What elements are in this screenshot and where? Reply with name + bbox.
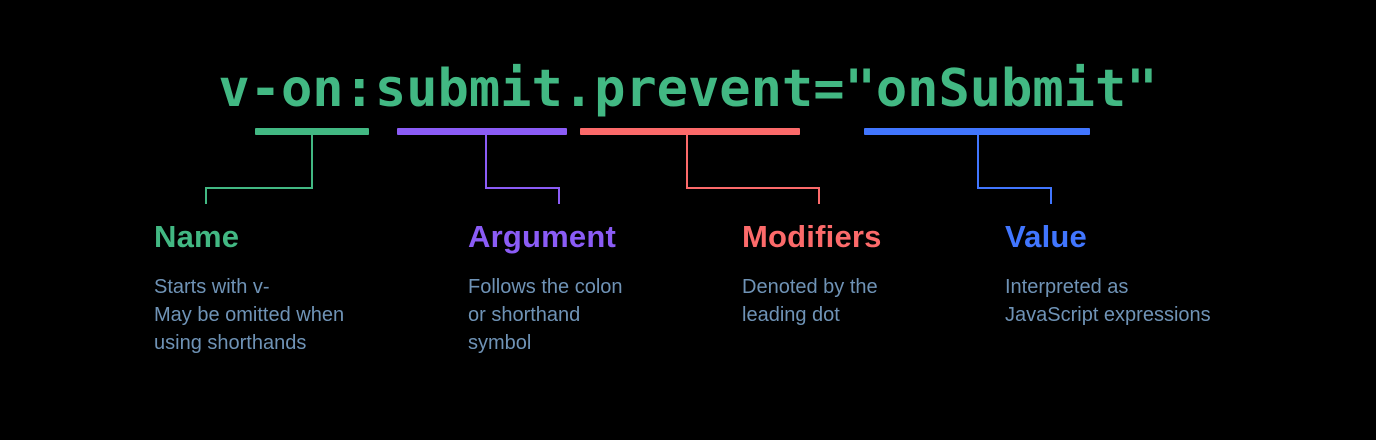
column-modifiers: Modifiers Denoted by the leading dot — [742, 218, 992, 329]
column-name-title: Name — [154, 219, 240, 254]
column-name: Name Starts with v- May be omitted when … — [154, 218, 454, 357]
column-argument-description: Follows the colon or shorthand symbol — [468, 276, 623, 354]
connector-modifiers-vertical — [686, 133, 688, 189]
connector-argument-horizontal — [485, 187, 560, 189]
connector-argument-vertical — [485, 133, 487, 189]
connector-modifiers-horizontal — [686, 187, 820, 189]
column-modifiers-title: Modifiers — [742, 219, 882, 254]
connector-value-vertical — [977, 133, 979, 189]
connector-name-vertical — [311, 133, 313, 189]
column-name-description: Starts with v- May be omitted when using… — [154, 276, 345, 354]
underline-bar-argument — [397, 128, 567, 135]
connector-modifiers-stub — [818, 187, 820, 204]
connector-value-horizontal — [977, 187, 1052, 189]
column-argument-title: Argument — [468, 219, 616, 254]
column-value-description: Interpreted as JavaScript expressions — [1005, 276, 1211, 326]
column-value-title: Value — [1005, 219, 1087, 254]
connector-argument-stub — [558, 187, 560, 204]
connector-value-stub — [1050, 187, 1052, 204]
underline-bar-name — [255, 128, 369, 135]
underline-bar-modifiers — [580, 128, 800, 135]
column-value: Value Interpreted as JavaScript expressi… — [1005, 218, 1335, 329]
underline-bar-value — [864, 128, 1090, 135]
column-argument: Argument Follows the colon or shorthand … — [468, 218, 738, 357]
connector-name-stub — [205, 187, 207, 204]
column-modifiers-description: Denoted by the leading dot — [742, 276, 878, 326]
connector-name-horizontal — [205, 187, 313, 189]
code-expression: v-on:submit.prevent="onSubmit" — [218, 59, 1158, 119]
